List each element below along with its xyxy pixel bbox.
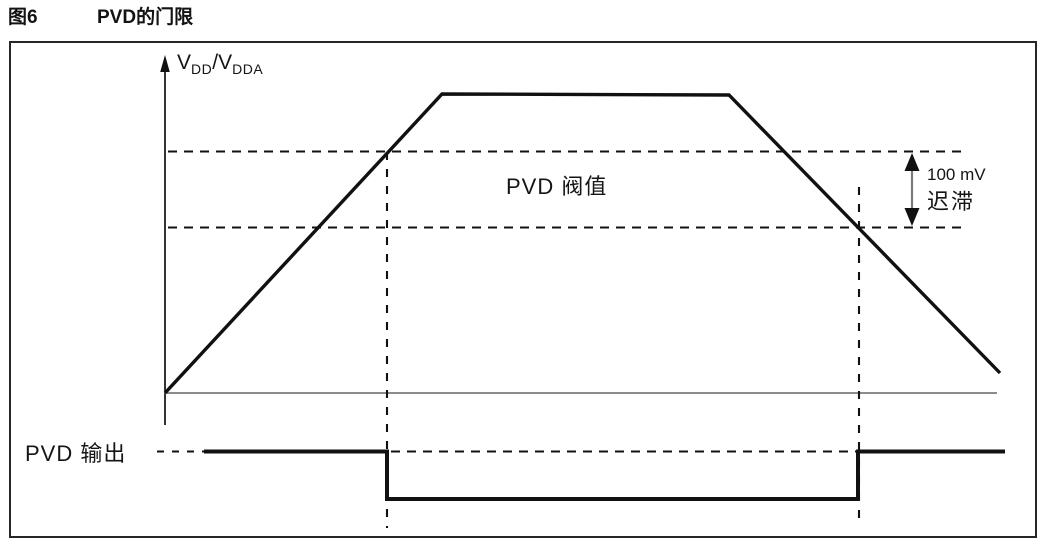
hysteresis-word-label: 迟滞 (927, 189, 976, 214)
diagram-frame (9, 41, 1037, 538)
hysteresis-value-label: 100 mV (927, 165, 986, 184)
vdd-axis-label-v: V (177, 51, 192, 74)
vdd-axis-label: VDD/VDDA (177, 51, 263, 77)
vdd-axis-label-sub-dd: DD (191, 61, 213, 77)
pvd-output-label: PVD 输出 (25, 441, 127, 466)
vdd-axis-label-slash-v: /V (212, 51, 233, 74)
figure-title: PVD的门限 (97, 7, 194, 28)
pvd-threshold-label: PVD 阀值 (506, 174, 608, 199)
vdd-axis-label-sub-dda: DDA (232, 61, 264, 77)
figure-number: 图6 (8, 7, 38, 28)
